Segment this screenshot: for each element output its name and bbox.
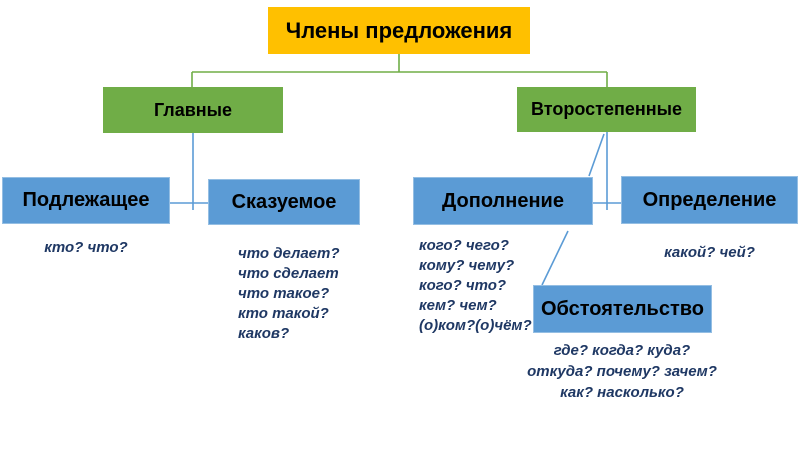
node-obstoyatelstvo-label: Обстоятельство [540, 297, 704, 320]
connector-vtorostepennye-dopolnenie-diagonal [588, 133, 605, 177]
node-skazuemoe-label: Сказуемое [231, 190, 337, 213]
question-line: что делает? [238, 245, 340, 262]
question-line: кого? чего? [419, 237, 509, 254]
questions-skazuemoe: что делает? что сделает что такое? кто т… [238, 244, 388, 344]
questions-podlezhashchee: кто? что? [2, 238, 170, 258]
node-title: Члены предложения [268, 7, 530, 54]
question-line: кем? чем? [419, 297, 497, 314]
node-glavnye: Главные [103, 87, 283, 133]
node-glavnye-label: Главные [153, 99, 233, 120]
question-line: какой? чей? [664, 244, 755, 261]
question-line: где? когда? куда? [553, 342, 691, 359]
questions-opredelenie: какой? чей? [621, 243, 798, 263]
question-line: откуда? почему? зачем? [527, 363, 717, 380]
question-line: кто? что? [44, 239, 128, 256]
node-dopolnenie-label: Дополнение [442, 189, 564, 212]
question-line: что сделает [238, 265, 339, 282]
question-line: (о)ком?(о)чём? [419, 317, 532, 334]
node-skazuemoe: Сказуемое [208, 179, 360, 225]
questions-dopolnenie: кого? чего? кому? чему? кого? что? кем? … [419, 236, 569, 336]
node-title-label: Члены предложения [285, 17, 513, 43]
question-line: как? насколько? [560, 384, 684, 401]
question-line: кто такой? [238, 305, 329, 322]
node-dopolnenie: Дополнение [413, 177, 593, 225]
node-opredelenie: Определение [621, 176, 798, 224]
node-obstoyatelstvo: Обстоятельство [533, 285, 712, 333]
question-line: каков? [238, 325, 290, 342]
question-line: кому? чему? [419, 257, 515, 274]
question-line: кого? что? [419, 277, 507, 294]
node-opredelenie-label: Определение [642, 188, 777, 211]
node-vtorostepennye-label: Второстепенные [531, 99, 682, 119]
question-line: что такое? [238, 285, 330, 302]
node-vtorostepennye: Второстепенные [517, 87, 696, 132]
questions-obstoyatelstvo: где? когда? куда? откуда? почему? зачем?… [498, 340, 746, 403]
node-podlezhashchee-label: Подлежащее [22, 189, 150, 211]
node-podlezhashchee: Подлежащее [2, 177, 170, 224]
